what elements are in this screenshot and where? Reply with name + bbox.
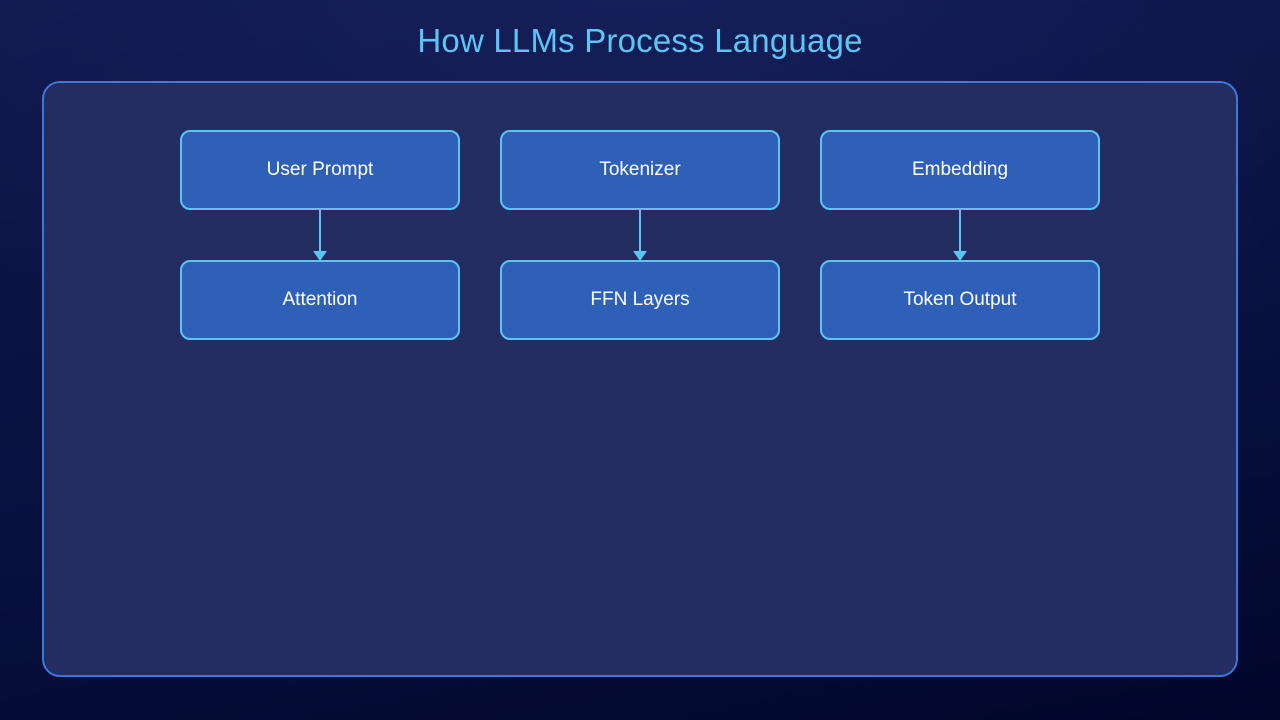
- down-arrow-icon: [313, 210, 327, 261]
- connector-user-prompt-to-attention: [310, 210, 330, 262]
- node-ffn-layers[interactable]: FFN Layers: [500, 260, 780, 340]
- node-label: FFN Layers: [590, 289, 690, 310]
- node-label: Token Output: [903, 289, 1017, 310]
- node-label: Embedding: [911, 159, 1009, 180]
- node-label: Tokenizer: [599, 159, 681, 180]
- node-token-output[interactable]: Token Output: [820, 260, 1100, 340]
- node-attention[interactable]: Attention: [180, 260, 460, 340]
- connector-tokenizer-to-ffn-layers: [630, 210, 650, 262]
- down-arrow-icon: [953, 210, 967, 261]
- node-tokenizer[interactable]: Tokenizer: [500, 130, 780, 210]
- connector-embedding-to-token-output: [950, 210, 970, 262]
- node-user-prompt[interactable]: User Prompt: [180, 130, 460, 210]
- down-arrow-icon: [633, 210, 647, 261]
- node-label: Attention: [282, 289, 358, 310]
- page-title: How LLMs Process Language: [417, 22, 863, 59]
- node-label: User Prompt: [266, 159, 374, 180]
- node-embedding[interactable]: Embedding: [820, 130, 1100, 210]
